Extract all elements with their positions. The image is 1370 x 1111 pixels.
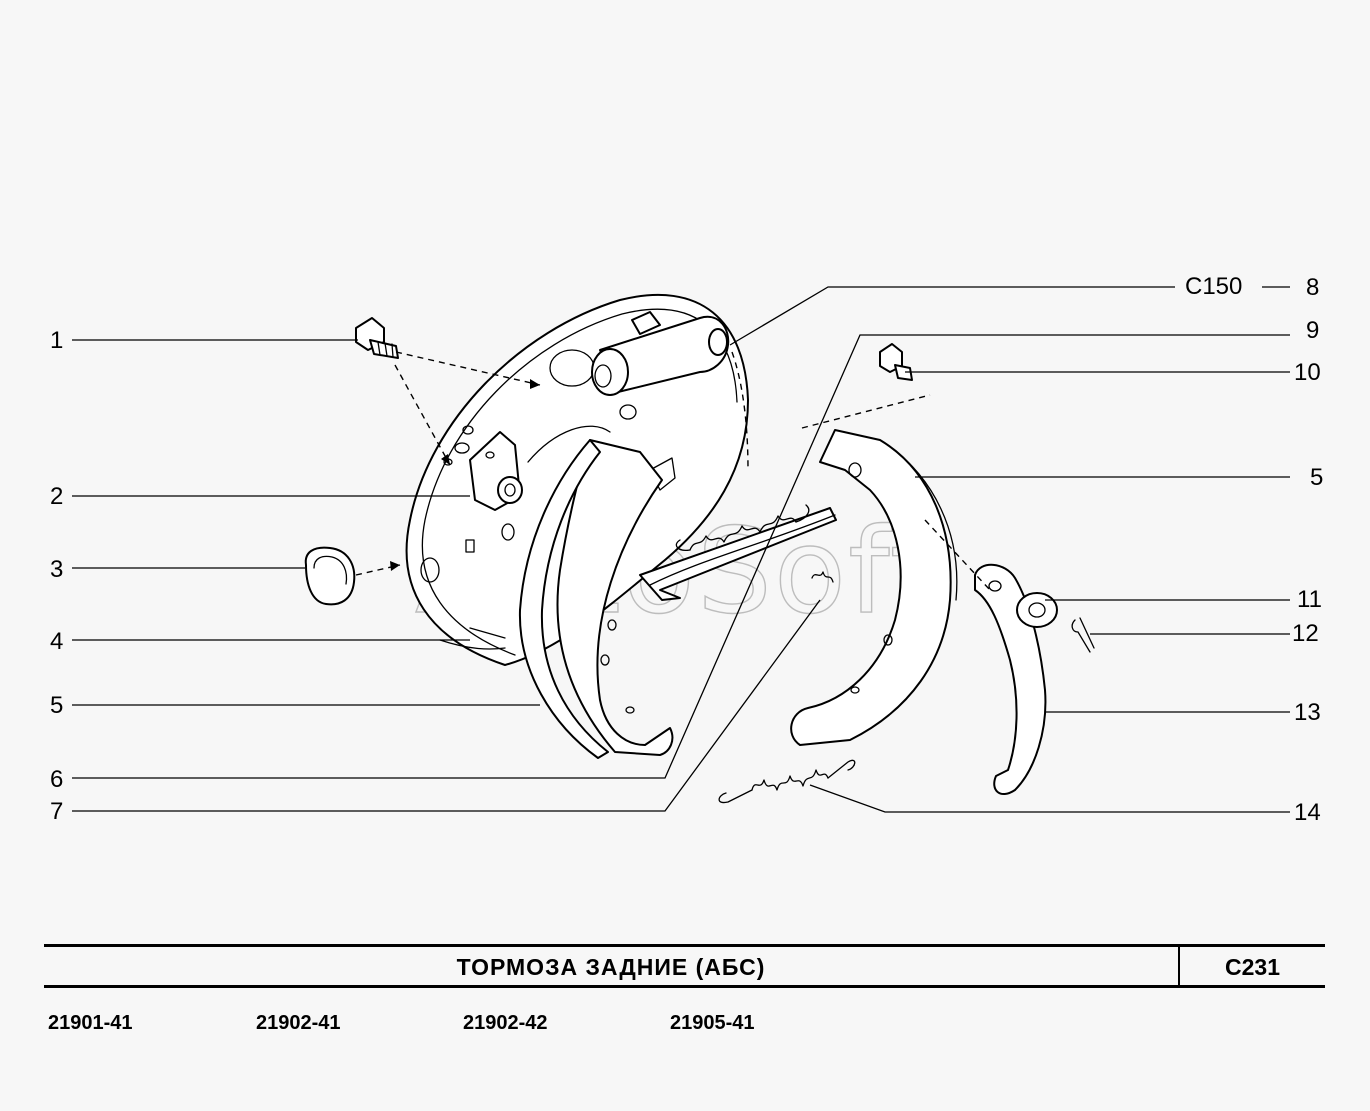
washer-11 bbox=[1016, 592, 1058, 628]
callout-9: 9 bbox=[1306, 317, 1319, 344]
assembly-arrows bbox=[355, 351, 991, 591]
title-frame bbox=[44, 944, 1325, 988]
model-code: 21905-41 bbox=[670, 1012, 755, 1034]
bracket-2 bbox=[469, 431, 523, 511]
spring-lower-14 bbox=[718, 759, 856, 804]
callout-13: 13 bbox=[1294, 699, 1321, 726]
callout-14: 14 bbox=[1294, 799, 1321, 826]
callout-5-right: 5 bbox=[1310, 464, 1323, 491]
brake-shoe-left bbox=[518, 439, 674, 759]
ref-code-c150: C150 bbox=[1185, 273, 1242, 300]
model-code: 21902-41 bbox=[256, 1012, 341, 1034]
callout-5-left: 5 bbox=[50, 692, 63, 719]
title-divider bbox=[1178, 944, 1180, 988]
leader-lines bbox=[72, 286, 1290, 813]
callout-4: 4 bbox=[50, 628, 63, 655]
bolt-1 bbox=[355, 317, 399, 359]
callout-1: 1 bbox=[50, 327, 63, 354]
plug-3 bbox=[304, 546, 356, 606]
callout-12: 12 bbox=[1292, 620, 1319, 647]
callout-2: 2 bbox=[50, 483, 63, 510]
callout-10: 10 bbox=[1294, 359, 1321, 386]
callout-11: 11 bbox=[1297, 586, 1322, 613]
spring-small-7 bbox=[811, 571, 834, 583]
callout-3: 3 bbox=[50, 556, 63, 583]
spring-upper-9 bbox=[675, 504, 810, 551]
callout-8: 8 bbox=[1306, 274, 1319, 301]
model-code: 21901-41 bbox=[48, 1012, 133, 1034]
spreader-bar-6 bbox=[639, 507, 837, 601]
pin-10 bbox=[879, 343, 913, 381]
model-code: 21902-42 bbox=[463, 1012, 548, 1034]
diagram-title: ТОРМОЗА ЗАДНИЕ (АБС) bbox=[456, 954, 766, 980]
page-code: C231 bbox=[1225, 954, 1280, 980]
brake-shoe-right bbox=[790, 429, 958, 746]
callout-numbers: 1 2 3 4 5 6 7 C150 8 9 10 5 11 12 13 14 bbox=[50, 273, 1323, 826]
callout-6: 6 bbox=[50, 766, 63, 793]
cotter-pin-12 bbox=[1071, 617, 1095, 653]
wheel-cylinder bbox=[591, 311, 730, 396]
callout-7: 7 bbox=[50, 798, 63, 825]
